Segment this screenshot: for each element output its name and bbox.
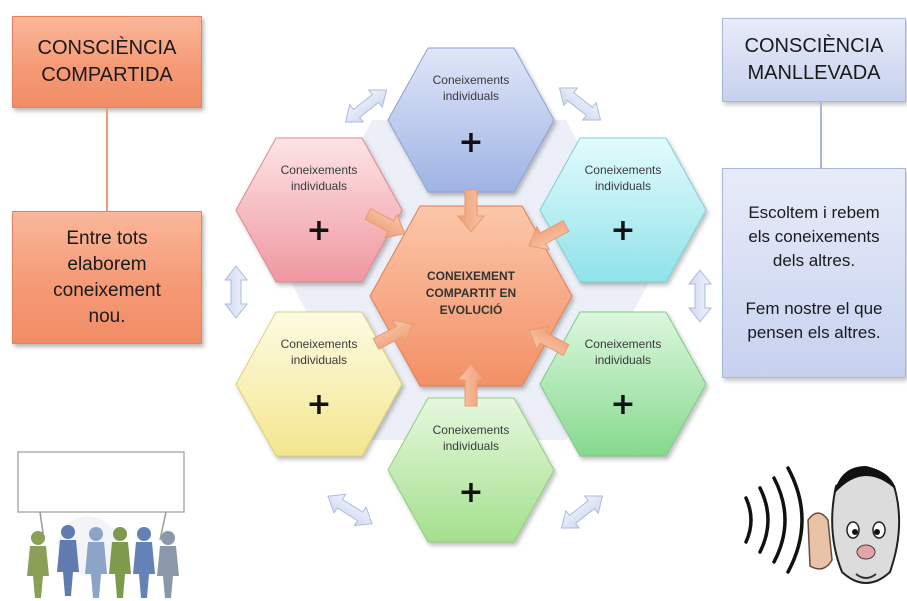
exchange-arrows bbox=[223, 87, 713, 529]
arrow-from-top bbox=[456, 189, 486, 233]
hexagon-top-plus: + bbox=[458, 125, 484, 160]
arrow-from-bottom bbox=[456, 363, 486, 407]
exchange-arrow-right bbox=[687, 269, 713, 323]
hexagon-lower-right bbox=[539, 311, 707, 457]
hexagon-upper-right bbox=[539, 137, 707, 283]
hexagon-top bbox=[387, 47, 555, 193]
borrowed-consciousness-description-box: Escoltem i rebem els coneixements dels a… bbox=[722, 168, 906, 378]
hexagon-upper-left-plus: + bbox=[306, 213, 332, 248]
arrow-from-lower-right bbox=[528, 325, 570, 356]
hexagon-upper-right-label: Coneixements individuals bbox=[584, 163, 662, 193]
hexagon-top-label: Coneixements individuals bbox=[432, 73, 510, 103]
hexagon-upper-left bbox=[235, 137, 403, 283]
sound-waves bbox=[744, 466, 804, 574]
person-6 bbox=[157, 531, 179, 598]
borrowed-consciousness-title-box: CONSCIÈNCIA MANLLEVADA bbox=[722, 18, 906, 102]
hexagon-bottom bbox=[387, 397, 555, 543]
center-hexagon-label: CONEIXEMENT COMPARTIT EN EVOLUCIÓ bbox=[425, 269, 517, 317]
hand bbox=[807, 512, 833, 570]
shared-consciousness-description-box: Entre tots elaborem coneixement nou. bbox=[12, 211, 202, 344]
shared-consciousness-title-box: CONSCIÈNCIA COMPARTIDA bbox=[12, 16, 202, 108]
exchange-arrow-left bbox=[223, 265, 249, 319]
speech-board bbox=[17, 451, 185, 513]
hexagon-lower-left-label: Coneixements individuals bbox=[280, 337, 358, 367]
nose bbox=[856, 544, 876, 560]
hair bbox=[834, 466, 896, 494]
exchange-arrow-top-left bbox=[344, 89, 388, 123]
hexagon-lower-right-label: Coneixements individuals bbox=[584, 337, 662, 367]
hexagon-lower-left bbox=[235, 311, 403, 457]
hexagon-lower-left-plus: + bbox=[306, 387, 332, 422]
arrow-from-upper-left bbox=[364, 208, 406, 239]
exchange-arrow-top-right bbox=[558, 87, 602, 121]
shared-consciousness-title: CONSCIÈNCIA COMPARTIDA bbox=[37, 37, 177, 86]
arrow-from-upper-right bbox=[528, 220, 570, 251]
hexagon-upper-left-label: Coneixements individuals bbox=[280, 163, 358, 193]
hexagon-bottom-plus: + bbox=[458, 475, 484, 510]
right-connector-line bbox=[820, 102, 822, 168]
left-connector-line bbox=[106, 108, 108, 211]
person-1 bbox=[27, 531, 49, 598]
borrowed-consciousness-title: CONSCIÈNCIA MANLLEVADA bbox=[744, 35, 884, 84]
exchange-arrow-bottom-right bbox=[560, 495, 604, 529]
mouth bbox=[855, 573, 877, 579]
person-3 bbox=[85, 527, 107, 598]
hexagon-center bbox=[369, 205, 573, 387]
people-group-illustration bbox=[17, 451, 185, 598]
hexagon-lower-right-plus: + bbox=[610, 387, 636, 422]
face bbox=[831, 474, 901, 584]
inward-arrows bbox=[364, 189, 570, 407]
hexagon-bottom-label: Coneixements individuals bbox=[432, 423, 510, 453]
person-4 bbox=[109, 527, 131, 598]
person-2 bbox=[57, 525, 79, 596]
arrow-from-lower-left bbox=[372, 319, 414, 350]
shared-consciousness-description: Entre tots elaborem coneixement nou. bbox=[53, 227, 161, 327]
exchange-arrow-bottom-left bbox=[327, 493, 373, 527]
hexagon-upper-right-plus: + bbox=[610, 213, 636, 248]
listening-face-illustration bbox=[744, 466, 901, 584]
borrowed-consciousness-description: Escoltem i rebem els coneixements dels a… bbox=[745, 203, 883, 342]
person-5 bbox=[133, 527, 155, 598]
